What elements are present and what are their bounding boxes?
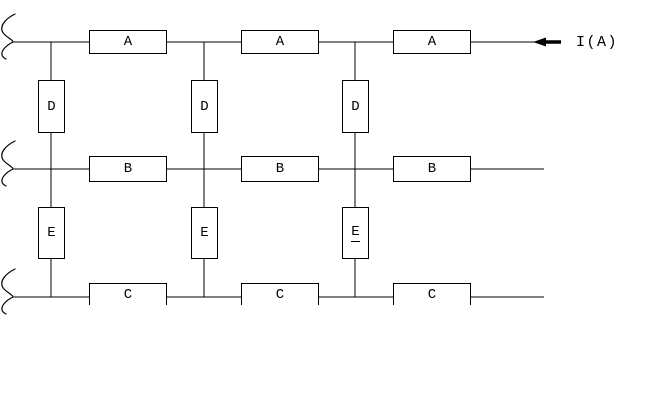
box-c1-label: C <box>123 286 133 303</box>
box-d1-label: D <box>47 98 56 115</box>
box-d2-label: D <box>200 98 209 115</box>
box-c2-label: C <box>275 286 285 303</box>
box-e1-label: E <box>47 225 56 241</box>
box-b2-label: B <box>275 161 285 177</box>
box-c1: C <box>89 283 167 305</box>
box-e2-label: E <box>200 225 209 241</box>
box-a1-label: A <box>123 34 133 50</box>
wire-break-icon-row-a <box>1 13 16 60</box>
box-d1: D <box>38 80 65 133</box>
box-b3: B <box>393 156 471 182</box>
current-arrow-icon <box>533 37 561 47</box>
box-e3-label: E <box>351 223 360 242</box>
box-e3: E <box>342 207 369 259</box>
box-d3: D <box>342 80 369 133</box>
box-e2: E <box>191 207 218 259</box>
box-b3-label: B <box>427 161 437 177</box>
wire-break-icon-row-c <box>1 268 16 315</box>
box-a3: A <box>393 30 471 54</box>
arrow-head-left <box>533 37 546 47</box>
box-d3-label: D <box>351 98 360 115</box>
current-arrow-label: I(A) <box>576 34 619 51</box>
box-b1: B <box>89 156 167 182</box>
box-b1-label: B <box>123 161 133 177</box>
box-d2: D <box>191 80 218 133</box>
box-c3-label: C <box>427 286 437 303</box>
box-a1: A <box>89 30 167 54</box>
box-a2-label: A <box>275 34 285 50</box>
box-c3: C <box>393 283 471 305</box>
box-a3-label: A <box>427 34 437 50</box>
box-b2: B <box>241 156 319 182</box>
box-e1: E <box>38 207 65 259</box>
box-a2: A <box>241 30 319 54</box>
box-c2: C <box>241 283 319 305</box>
wire-break-icon-row-b <box>1 140 16 187</box>
